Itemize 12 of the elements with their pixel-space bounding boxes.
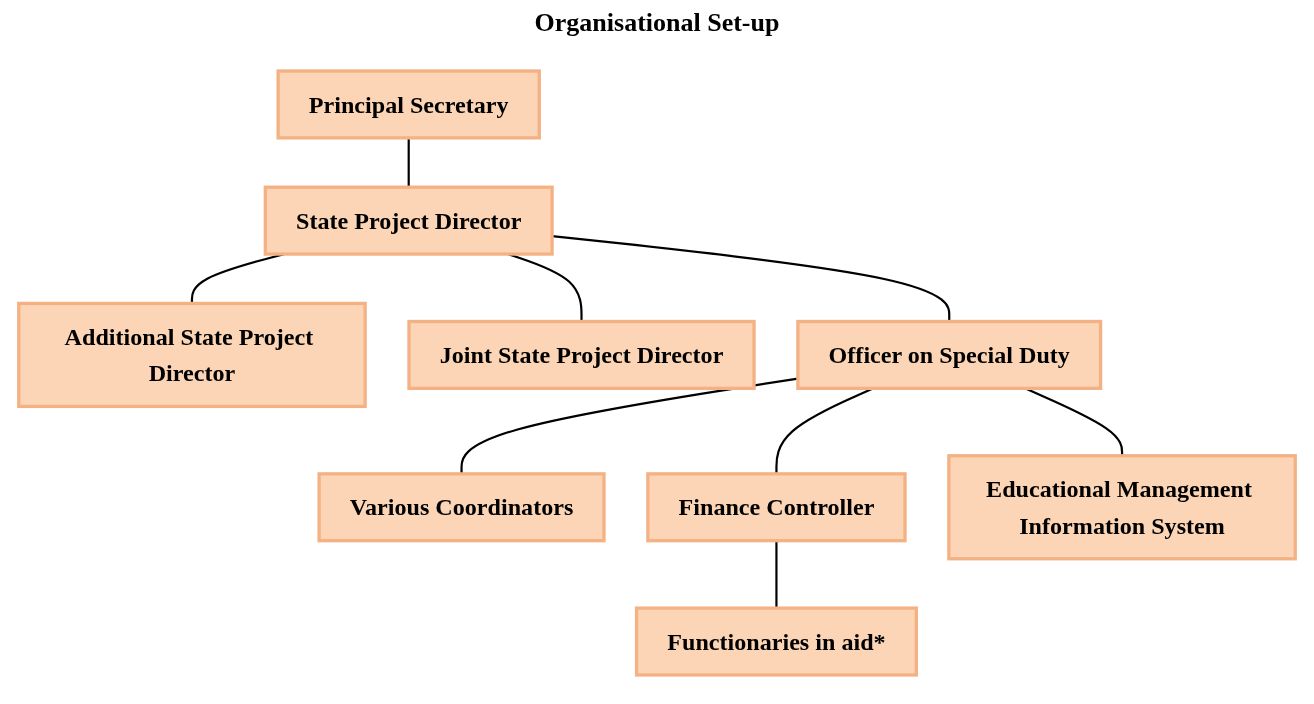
connector xyxy=(407,137,410,188)
connector xyxy=(775,540,778,609)
node-box: Officer on Special Duty xyxy=(796,319,1103,390)
node-box: Additional State Project Director xyxy=(17,301,367,409)
node-box: Finance Controller xyxy=(646,472,907,543)
node-box: Principal Secretary xyxy=(276,69,541,140)
diagram-title: Organisational Set-up xyxy=(534,8,780,38)
node-box: Educational Management Information System xyxy=(947,454,1297,561)
node-box: State Project Director xyxy=(263,185,554,256)
node-box: Joint State Project Director xyxy=(407,319,756,390)
node-box: Functionaries in aid* xyxy=(634,606,918,677)
node-box: Various Coordinators xyxy=(317,472,606,543)
